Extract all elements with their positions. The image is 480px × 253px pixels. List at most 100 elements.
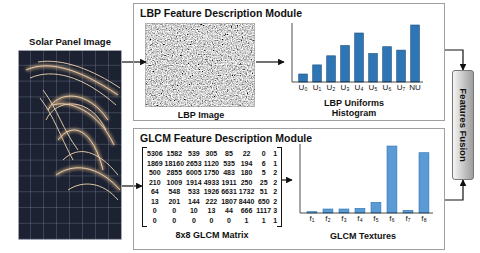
matrix-cell: 194 [239, 159, 255, 169]
bar [403, 210, 413, 213]
matrix-cell: 85 [221, 149, 237, 159]
arrow-connector [282, 179, 292, 180]
lbp-texture-image [145, 23, 255, 107]
bar [411, 25, 420, 82]
matrix-cell: 51 [256, 187, 271, 197]
matrix-cell: 2 [273, 187, 277, 197]
bar [371, 202, 381, 213]
matrix-bracket: 5306158253930585220118691816026531120535… [142, 147, 282, 227]
matrix-cell: 2 [273, 168, 277, 178]
matrix-cell: 539 [186, 149, 202, 159]
texture-chart: f₁f₂f₃f₄f₅f₆f₇f₈GLCM Textures [292, 143, 434, 247]
matrix-caption: 8x8 GLCM Matrix [142, 230, 282, 241]
matrix-cell: 483 [221, 168, 237, 178]
matrix-cell: 1914 [186, 178, 202, 188]
matrix-cell: 2653 [186, 159, 202, 169]
matrix-cell: 2 [273, 197, 277, 207]
bar [299, 74, 308, 82]
bar [327, 56, 336, 82]
arrow-connector [256, 61, 284, 62]
bar [387, 146, 397, 213]
matrix-cell: 6 [256, 159, 271, 169]
matrix-cell: 144 [186, 197, 202, 207]
matrix-cell: 535 [221, 159, 237, 169]
matrix-cell: 1926 [204, 187, 220, 197]
bar [355, 208, 365, 213]
matrix-cell: 6631 [221, 187, 237, 197]
bracket-gap [147, 147, 277, 148]
module-title: GLCM Feature Description Module [134, 129, 444, 147]
axis-label: U₄ [349, 83, 369, 93]
chart-area: f₁f₂f₃f₄f₅f₆f₇f₈ [292, 143, 434, 229]
matrix-cell: 22 [239, 149, 255, 159]
x-axis [292, 82, 423, 83]
axis-label: U₂ [321, 83, 341, 93]
matrix-cell: 1 [273, 159, 277, 169]
matrix-cell: 5306 [147, 149, 163, 159]
image-caption: Solar Panel Image [18, 36, 122, 48]
arrow-connector [445, 50, 463, 70]
matrix-cell: 5 [256, 168, 271, 178]
bar [341, 46, 350, 83]
matrix-cell: 201 [165, 197, 184, 207]
matrix-cell: 13 [204, 206, 220, 216]
axis-label: U₀ [293, 83, 313, 93]
matrix-cell: 13 [147, 197, 163, 207]
matrix-cell: 1 [273, 216, 277, 226]
matrix-cell: 0 [165, 206, 184, 216]
matrix-cell: 1117 [256, 206, 271, 216]
fusion-box: Features Fusion [452, 70, 474, 180]
matrix-cell: 666 [239, 206, 255, 216]
matrix-cell: 0 [147, 206, 163, 216]
matrix-cell: 500 [147, 168, 163, 178]
chart-caption: LBP Uniforms Histogram [312, 98, 396, 118]
matrix-cell: 44 [221, 206, 237, 216]
lbp-image: LBP Image [146, 24, 256, 121]
bar-plot [292, 143, 434, 215]
axis-label: U₁ [307, 83, 327, 93]
bar [397, 50, 406, 82]
x-axis [300, 213, 433, 214]
matrix-grid: 5306158253930585220118691816026531120535… [147, 149, 277, 225]
axis-label: f₂ [317, 214, 339, 224]
image-caption: LBP Image [146, 110, 256, 121]
matrix-cell: 64 [147, 187, 163, 197]
image-input: Solar Panel Image [18, 36, 122, 240]
arrow-connector [445, 180, 463, 200]
bar [419, 153, 429, 213]
matrix-cell: 0 [165, 216, 184, 226]
matrix-cell: 0 [147, 216, 163, 226]
matrix-cell: 10 [186, 206, 202, 216]
solar-panel-photo [18, 50, 122, 240]
bar [313, 65, 322, 82]
axis-label: NU [405, 83, 425, 93]
matrix-cell: 1732 [239, 187, 255, 197]
axis-label: U₃ [335, 83, 355, 93]
bar [383, 47, 392, 82]
module-title: LBP Feature Description Module [134, 4, 444, 22]
matrix-cell: 250 [239, 178, 255, 188]
chart-area: U₀U₁U₂U₃U₄U₅U₆U₇NU [284, 22, 424, 96]
matrix-cell: 2 [273, 178, 277, 188]
matrix-cell: 1009 [165, 178, 184, 188]
matrix-block: 5306158253930585220118691816026531120535… [142, 147, 282, 247]
bar [355, 33, 364, 82]
matrix-cell: 1750 [204, 168, 220, 178]
matrix-cell: 1582 [165, 149, 184, 159]
matrix-cell: 533 [186, 187, 202, 197]
matrix-cell: 1911 [221, 178, 237, 188]
matrix-cell: 1120 [204, 159, 220, 169]
bar [339, 209, 349, 213]
matrix-cell: 0 [186, 216, 202, 226]
axis-label: f₄ [349, 214, 371, 224]
matrix-cell: 25 [256, 178, 271, 188]
matrix-cell: 6005 [186, 168, 202, 178]
arrow-connector [122, 185, 142, 186]
matrix-cell: 1 [239, 216, 255, 226]
axis-label: f₁ [301, 214, 323, 224]
matrix-cell: 18160 [165, 159, 184, 169]
matrix-cell: 1 [256, 216, 271, 226]
matrix-cell: 222 [204, 197, 220, 207]
arrow-connector [122, 61, 146, 62]
matrix-cell: 0 [221, 216, 237, 226]
